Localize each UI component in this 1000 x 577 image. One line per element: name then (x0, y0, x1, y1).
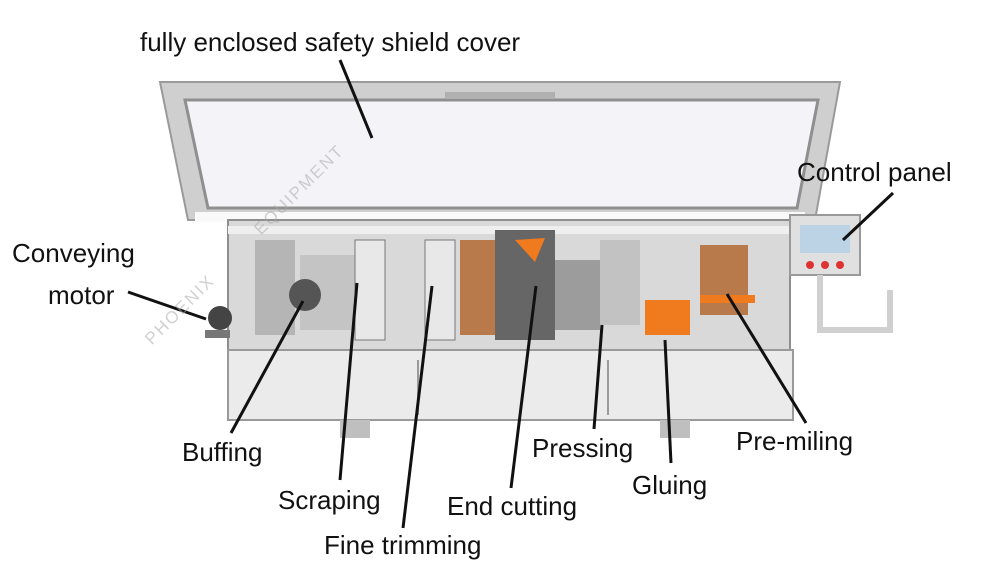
conveying-motor (205, 306, 232, 338)
label-gluing: Gluing (632, 470, 708, 500)
label-pressing: Pressing (532, 433, 634, 463)
label-conveying: Conveying (12, 238, 135, 268)
label-safety-shield-cover: fully enclosed safety shield cover (140, 27, 521, 57)
leader-lines (127, 59, 895, 529)
internal-units (255, 230, 755, 341)
label-control-panel: Control panel (797, 157, 952, 187)
label-end-cutting: End cutting (447, 491, 578, 521)
control-panel-unit (789, 214, 893, 333)
label-scraping: Scraping (278, 485, 381, 515)
lower-cabinet (227, 349, 794, 438)
label-buffing: Buffing (182, 437, 263, 467)
label-motor: motor (48, 280, 115, 310)
label-fine-trimming: Fine trimming (324, 530, 482, 560)
safety-shield-cover (158, 81, 842, 222)
label-pre-milling: Pre-miling (736, 426, 854, 456)
